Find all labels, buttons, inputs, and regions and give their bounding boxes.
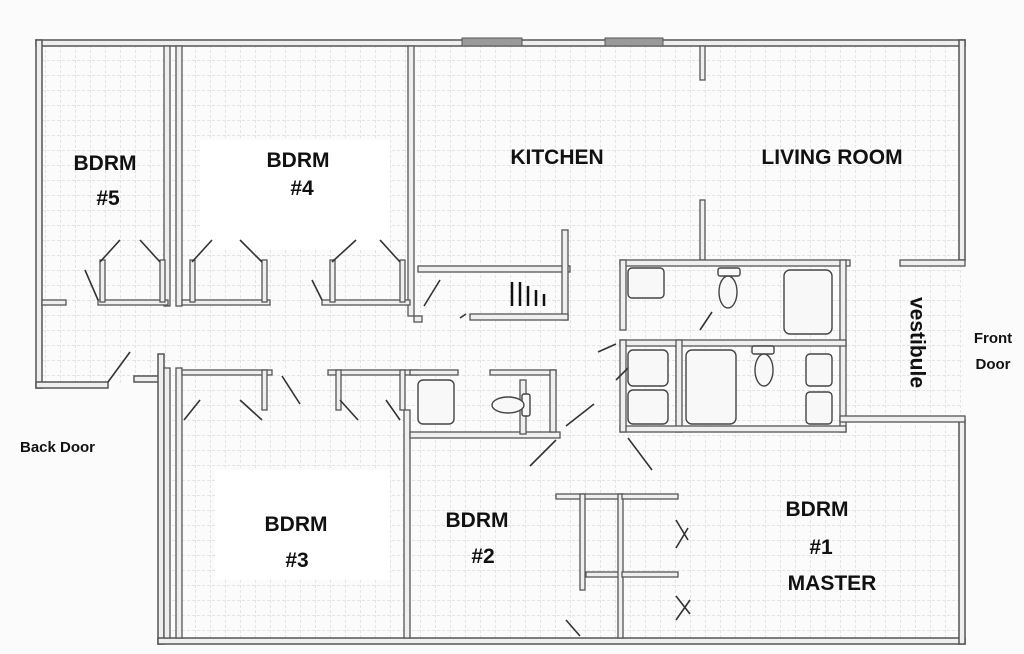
bdrm3-number: #3 xyxy=(285,549,309,572)
front-door-label-2: Door xyxy=(975,356,1011,373)
back-door-label: Back Door xyxy=(20,439,96,456)
master-label: MASTER xyxy=(787,572,877,595)
front-door-label: Front xyxy=(973,330,1013,347)
bdrm4-label: BDRM xyxy=(266,149,330,172)
bdrm5-number: #5 xyxy=(96,187,120,210)
vestibule-label: vestibule xyxy=(905,296,929,389)
bdrm1-label: BDRM xyxy=(785,498,849,521)
bdrm3-label: BDRM xyxy=(264,513,328,536)
kitchen-label: KITCHEN xyxy=(510,146,604,169)
bdrm4-number: #4 xyxy=(290,177,314,200)
stair-marks xyxy=(510,282,546,306)
bath-fixtures xyxy=(417,267,833,425)
door-swings xyxy=(84,239,713,637)
bdrm2-label: BDRM xyxy=(445,509,509,532)
bdrm2-number: #2 xyxy=(471,545,495,568)
bdrm1-number: #1 xyxy=(809,536,833,559)
bdrm5-label: BDRM xyxy=(73,152,137,175)
interior-walls xyxy=(41,45,966,639)
windows xyxy=(461,37,664,47)
living-room-label: LIVING ROOM xyxy=(761,146,903,169)
